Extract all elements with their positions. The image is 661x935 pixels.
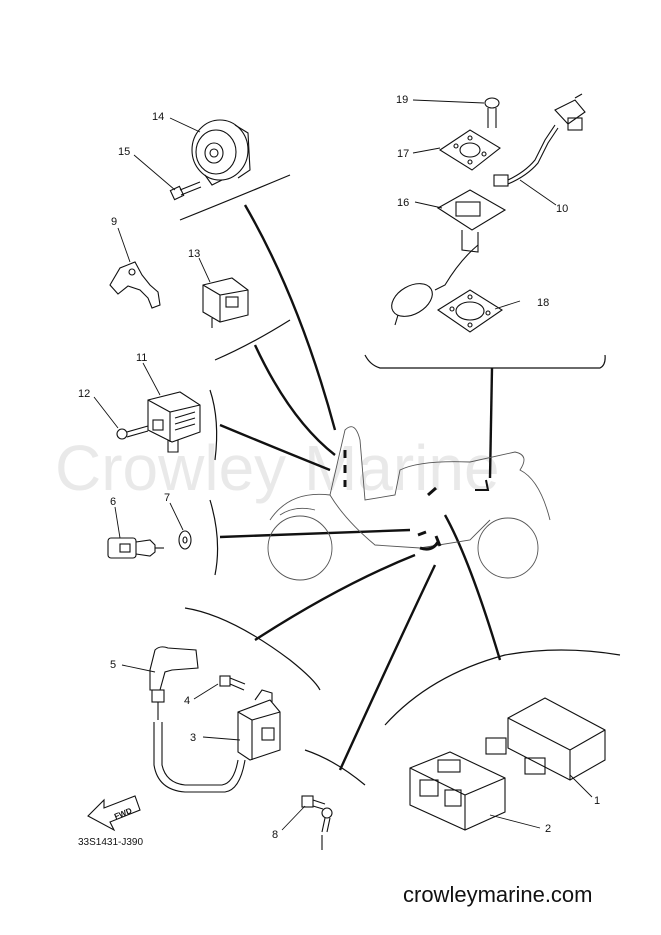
- ground-bolt-part: [301, 795, 333, 850]
- location-leaders: [219, 204, 502, 771]
- callout-16: 16: [397, 197, 409, 209]
- footer-site-text: crowleymarine.com: [403, 882, 593, 907]
- callout-leaders: [93, 99, 593, 831]
- horn-bolt-part: [169, 181, 202, 201]
- callout-3: 3: [190, 732, 196, 744]
- sensor-part: [107, 537, 164, 559]
- callout-4: 4: [184, 695, 190, 707]
- ignition-coil-part: [149, 646, 281, 793]
- callout-18: 18: [537, 297, 549, 309]
- drawing-code: 33S1431-J390: [78, 837, 143, 848]
- callout-10: 10: [556, 203, 568, 215]
- connector-box-part: [409, 751, 506, 831]
- coil-bolt-part: [219, 675, 246, 691]
- watermark-text: Crowley Marine: [55, 432, 500, 504]
- callout-15: 15: [118, 146, 130, 158]
- fuel-sender-part: [391, 189, 507, 326]
- fwd-arrow-icon: FWD: [87, 795, 141, 832]
- fuel-screw-part: [484, 97, 500, 128]
- fuel-harness-part: [493, 93, 586, 187]
- callout-2: 2: [545, 823, 551, 835]
- callout-12: 12: [78, 388, 90, 400]
- callout-19: 19: [396, 94, 408, 106]
- rectifier-part: [147, 391, 201, 453]
- callout-1: 1: [594, 795, 600, 807]
- washer-part: [178, 530, 192, 550]
- scooter-markers: [343, 450, 490, 551]
- callout-5: 5: [110, 659, 116, 671]
- clip-part: [109, 261, 161, 309]
- callout-9: 9: [111, 216, 117, 228]
- scooter-outline: [267, 426, 551, 581]
- callout-7: 7: [164, 492, 170, 504]
- horn-part: [191, 119, 251, 186]
- callout-14: 14: [152, 111, 164, 123]
- fuel-gasket-part: [436, 289, 504, 333]
- fuel-plate-part: [438, 129, 501, 171]
- callout-11: 11: [136, 352, 147, 364]
- callout-6: 6: [110, 496, 116, 508]
- callout-8: 8: [272, 829, 278, 841]
- rectifier-screw-part: [116, 425, 149, 440]
- cdi-unit-part: [485, 697, 606, 781]
- panel-dividers: [179, 174, 621, 786]
- callout-17: 17: [397, 148, 409, 160]
- relay-part: [202, 277, 249, 328]
- callout-13: 13: [188, 248, 200, 260]
